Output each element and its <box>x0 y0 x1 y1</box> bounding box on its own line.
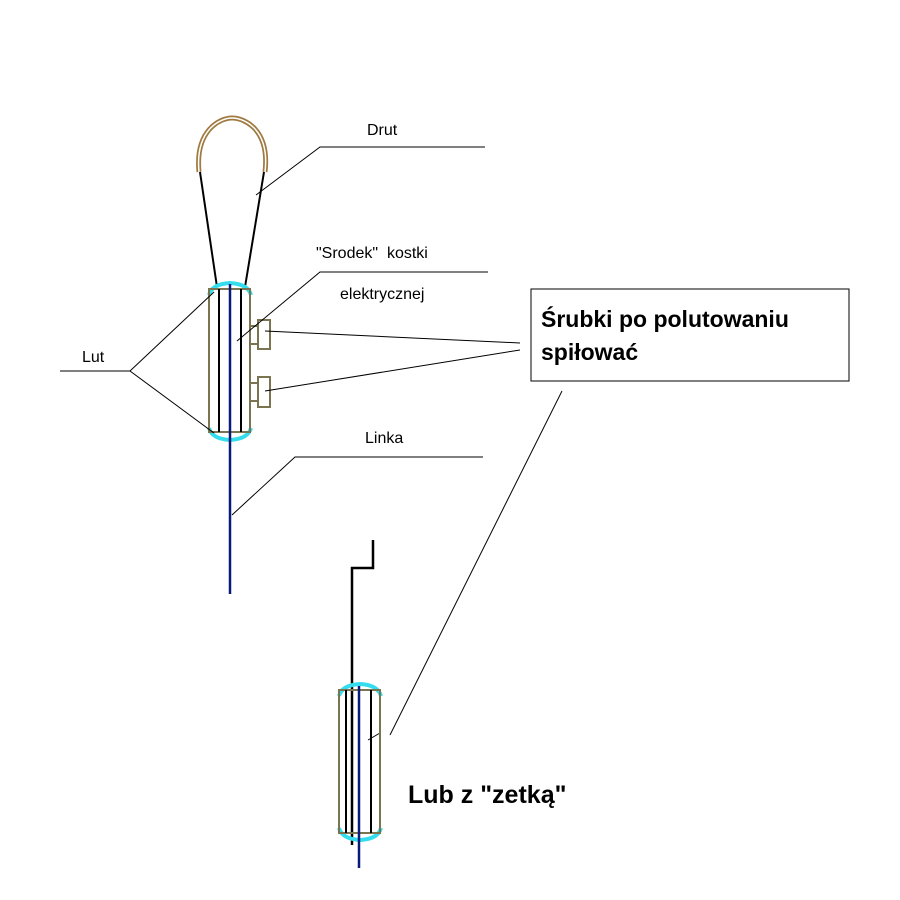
leader-lines <box>60 146 563 741</box>
label-elektrycznej: elektrycznej <box>340 286 424 303</box>
top-assembly <box>196 115 271 594</box>
label-drut: Drut <box>367 122 398 139</box>
z-wire <box>350 540 375 845</box>
screw-bottom <box>249 376 271 408</box>
label-linka: Linka <box>365 430 403 447</box>
screw-top <box>249 319 271 350</box>
note-box <box>530 288 850 382</box>
note-line-1: Śrubki po polutowaniu <box>541 305 789 332</box>
wire-loop <box>196 115 269 173</box>
wire-left <box>199 171 218 288</box>
label-alternative: Lub z "zetką" <box>408 781 566 809</box>
label-lut: Lut <box>82 349 105 366</box>
wire-right <box>244 171 265 288</box>
bottom-assembly <box>337 540 383 868</box>
note-line-2: spiłować <box>541 339 638 365</box>
label-srodek: "Srodek" kostki <box>316 245 428 262</box>
